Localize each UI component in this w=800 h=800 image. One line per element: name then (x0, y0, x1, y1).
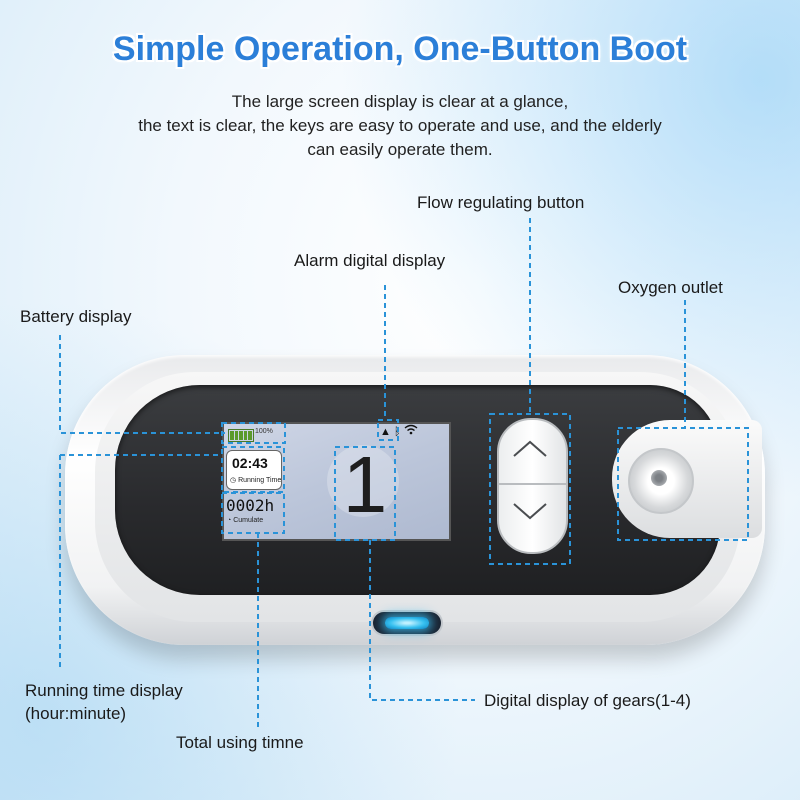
subtitle-line-3: can easily operate them. (307, 140, 493, 159)
bluetooth-icon: ᛒ (393, 426, 401, 438)
running-time-value: 02:43 (232, 455, 268, 471)
label-flow-button: Flow regulating button (417, 193, 585, 212)
flow-button-divider (497, 483, 568, 485)
pie-icon: ◔ (227, 517, 232, 524)
status-icons: ▲ ᛒ (380, 424, 418, 438)
label-oxygen-outlet: Oxygen outlet (618, 278, 723, 297)
label-gear-display: Digital display of gears(1-4) (484, 691, 691, 710)
label-battery-display: Battery display (20, 307, 132, 326)
warning-icon: ▲ (380, 426, 391, 438)
clock-icon: ◷ (230, 477, 237, 484)
label-total-time: Total using timne (176, 733, 304, 752)
outlet-nozzle (651, 470, 667, 486)
chevron-up-icon (513, 440, 547, 457)
running-time-label: ◷ Running Time (230, 477, 282, 484)
label-running-time-unit: (hour:minute) (25, 704, 127, 723)
power-led (385, 617, 429, 629)
subtitle-line-1: The large screen display is clear at a g… (231, 92, 569, 111)
battery-icon (228, 429, 254, 442)
cumulative-label: ◔ Cumulate (227, 517, 264, 524)
battery-percent: 100% (255, 428, 273, 435)
label-running-time: Running time display (25, 681, 183, 700)
subtitle-line-2: the text is clear, the keys are easy to … (138, 116, 662, 135)
flow-up-button[interactable] (510, 436, 550, 460)
chevron-down-icon (513, 503, 547, 520)
page-title: Simple Operation, One-Button Boot (112, 30, 688, 68)
gear-digit: 1 (342, 440, 388, 529)
page-subtitle: The large screen display is clear at a g… (0, 90, 800, 162)
label-alarm-display: Alarm digital display (294, 251, 446, 270)
cumulative-value: 0002h (226, 496, 275, 515)
flow-down-button[interactable] (510, 500, 550, 524)
wifi-icon (404, 424, 418, 438)
